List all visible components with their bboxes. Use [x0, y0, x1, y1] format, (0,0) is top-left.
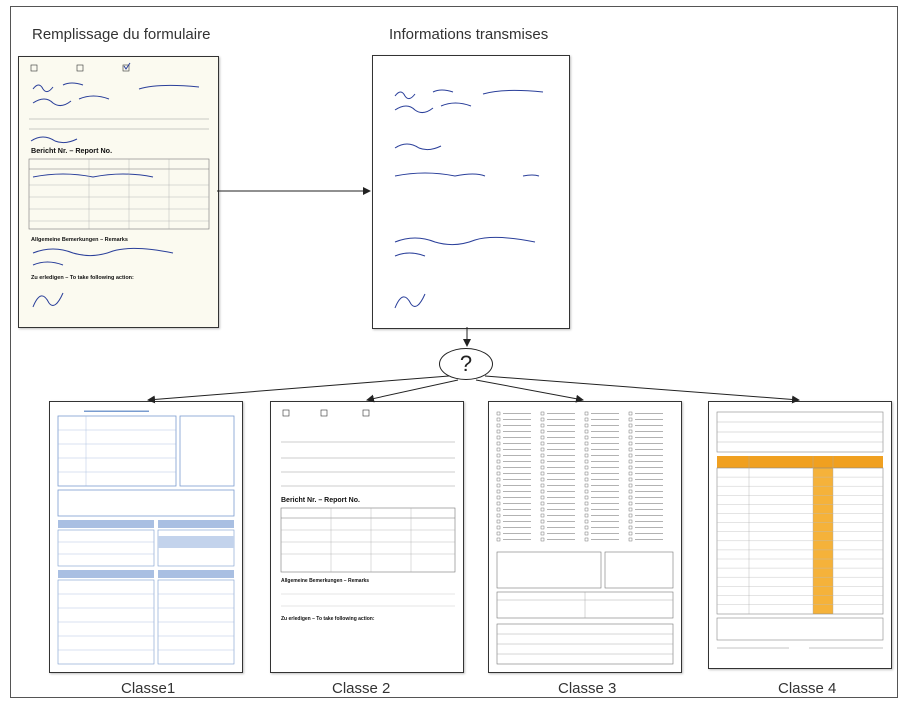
class4-document — [708, 401, 892, 669]
class3-label: Classe 3 — [558, 680, 617, 697]
arrow-to-class3 — [475, 379, 584, 403]
label-transmitted-info: Informations transmises — [389, 26, 549, 43]
class2-remarks-title: Allgemeine Bemerkungen – Remarks — [281, 578, 369, 584]
arrow-to-class1 — [147, 375, 450, 404]
class2-label: Classe 2 — [332, 680, 391, 697]
filled-form-drawing: Bericht Nr. – Report No. Allgemeine Beme… — [28, 62, 210, 308]
class2-drawing: Bericht Nr. – Report No. Allgemeine Beme… — [280, 409, 456, 622]
class4-label: Classe 4 — [778, 680, 837, 697]
class3-drawing — [496, 411, 674, 665]
svg-text:▬▬▬▬▬▬▬▬▬▬▬▬▬: ▬▬▬▬▬▬▬▬▬▬▬▬▬ — [84, 408, 149, 414]
arrow-to-class2 — [366, 379, 459, 403]
class1-document: ▬▬▬▬▬▬▬▬▬▬▬▬▬ — [49, 401, 243, 673]
figure-frame — [10, 6, 898, 698]
label-form-filling: Remplissage du formulaire — [32, 26, 211, 43]
class4-drawing — [716, 411, 884, 649]
arrow-to-class4 — [484, 375, 800, 404]
filled-form-report-title: Bericht Nr. – Report No. — [31, 146, 112, 155]
class1-label: Classe1 — [121, 680, 176, 697]
filled-form-document: Bericht Nr. – Report No. Allgemeine Beme… — [18, 56, 219, 328]
class3-document — [488, 401, 682, 673]
class2-actions-title: Zu erledigen – To take following action: — [281, 616, 375, 622]
filled-form-remarks-title: Allgemeine Bemerkungen – Remarks — [31, 237, 128, 243]
filled-form-actions-title: Zu erledigen – To take following action: — [31, 275, 134, 281]
class2-report-title: Bericht Nr. – Report No. — [281, 497, 360, 504]
decision-node: ? — [439, 348, 493, 380]
class1-drawing: ▬▬▬▬▬▬▬▬▬▬▬▬▬ — [57, 408, 235, 665]
transmitted-info-document — [372, 55, 570, 329]
transmitted-info-drawing — [394, 89, 544, 309]
